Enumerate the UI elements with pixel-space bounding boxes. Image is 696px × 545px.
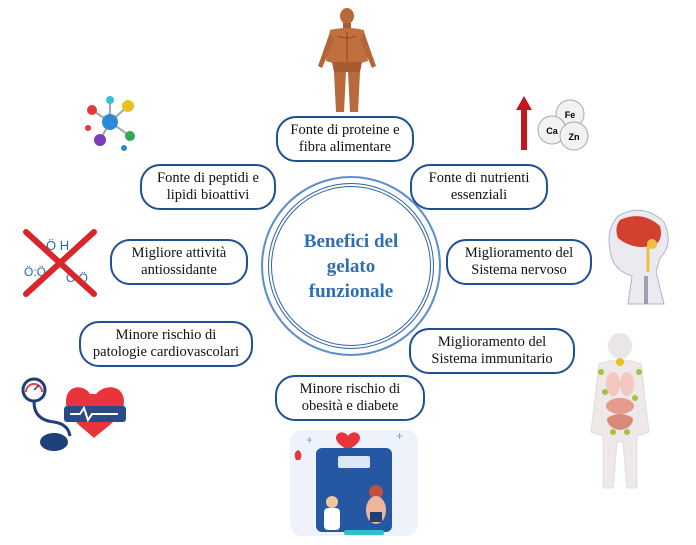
benefit-antioxidant: Migliore attività antiossidante — [110, 239, 248, 285]
molecule-icon — [85, 96, 135, 151]
benefit-nutrients: Fonte di nutrienti essenziali — [410, 164, 548, 210]
benefit-protein: Fonte di proteine e fibra alimentare — [276, 116, 414, 162]
immune-body-icon — [590, 333, 650, 489]
benefit-immune: Miglioramento del Sistema immunitario — [409, 328, 575, 374]
mineral-ca: Ca — [546, 126, 558, 136]
free-radicals-icon: Ö H Ö:Ö Ö:Ö — [23, 229, 97, 297]
benefit-obesity: Minore rischio di obesità e diabete — [275, 375, 425, 421]
benefit-peptides: Fonte di peptidi e lipidi bioattivi — [140, 164, 276, 210]
muscular-body-icon — [318, 8, 376, 112]
benefit-nervous: Miglioramento del Sistema nervoso — [446, 239, 592, 285]
center-circle: Benefici del gelato funzionale — [268, 183, 434, 349]
scale-icon: + + — [290, 429, 418, 536]
mineral-zn: Zn — [569, 132, 580, 142]
mineral-fe: Fe — [565, 110, 576, 120]
radical-oh: Ö H — [46, 238, 69, 253]
minerals-icon: Fe Ca Zn — [516, 96, 589, 151]
benefit-cardio: Minore rischio di patologie cardiovascol… — [79, 321, 253, 367]
radical-o1: Ö:Ö — [24, 265, 46, 279]
center-title: Benefici del gelato funzionale — [303, 230, 399, 302]
heart-pressure-icon — [21, 377, 126, 451]
svg-text:+: + — [306, 433, 313, 447]
brain-icon — [608, 209, 669, 305]
svg-text:+: + — [396, 429, 403, 443]
